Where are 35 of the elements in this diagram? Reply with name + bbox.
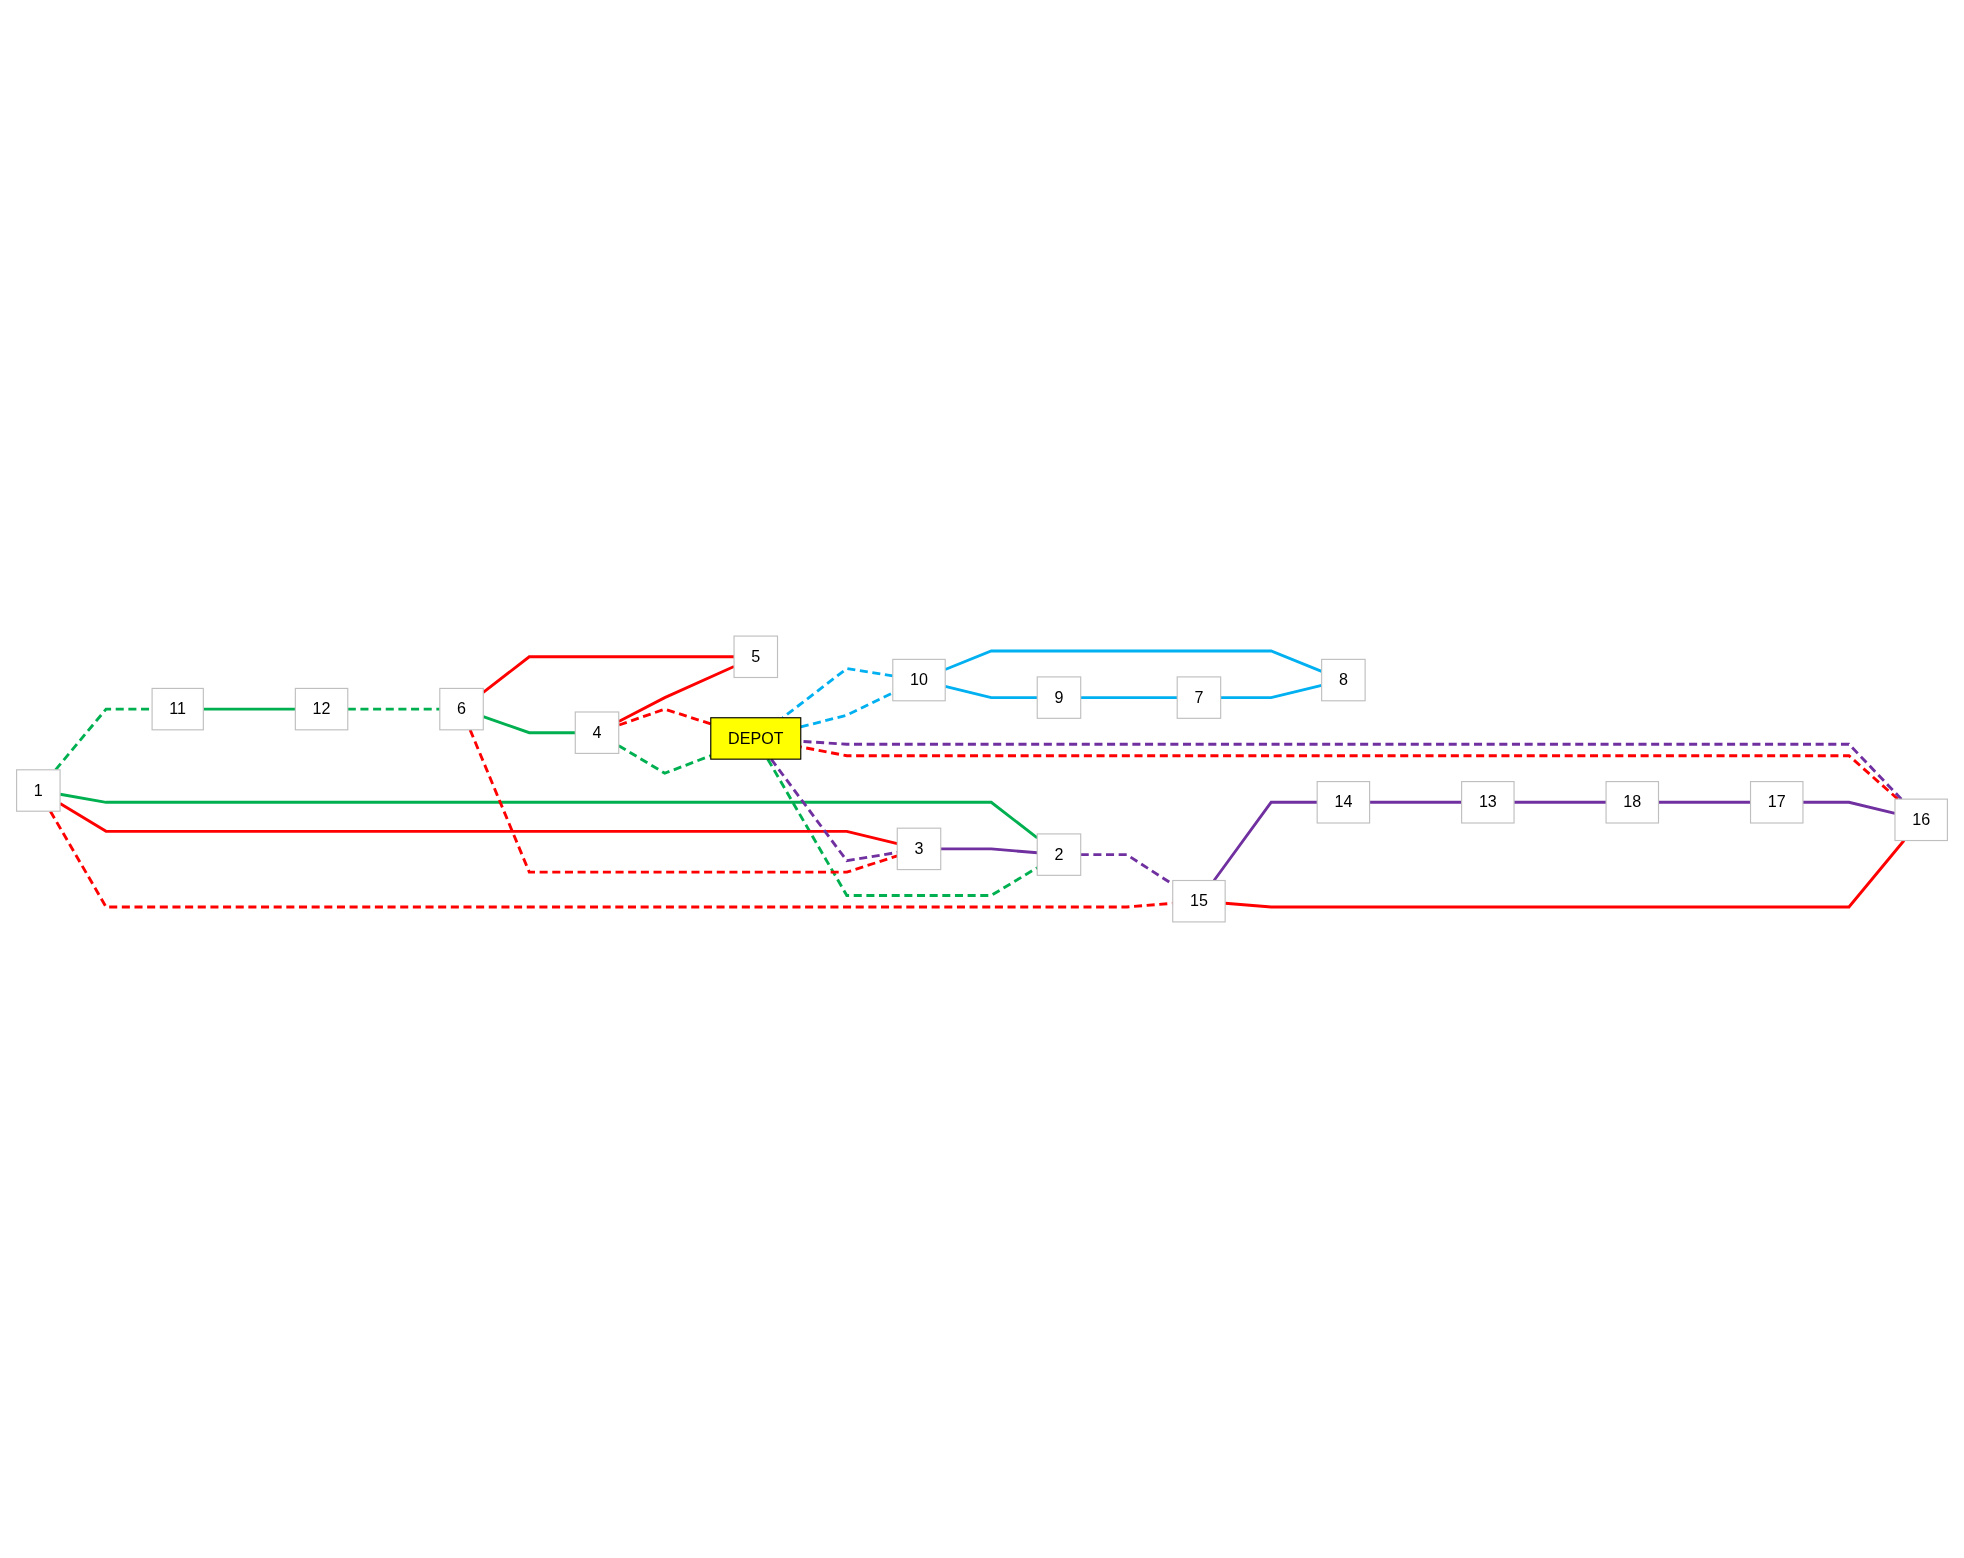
connector xyxy=(1369,800,1462,804)
node-box: 8 xyxy=(1321,658,1366,702)
node-box: 9 xyxy=(1036,676,1082,719)
connector xyxy=(1514,800,1607,804)
node-box: 6 xyxy=(439,687,484,731)
node-box: 12 xyxy=(294,687,349,731)
node-box: 10 xyxy=(892,658,946,702)
node-box: DEPOT xyxy=(710,717,802,760)
node-box: 14 xyxy=(1316,781,1371,824)
connector xyxy=(618,744,712,775)
node-box: 5 xyxy=(733,635,779,679)
node-box: 7 xyxy=(1176,676,1222,719)
node-box: 18 xyxy=(1605,781,1660,824)
connector xyxy=(1080,696,1178,700)
connector xyxy=(203,707,296,711)
connector xyxy=(1658,800,1751,804)
node-box: 11 xyxy=(151,687,204,731)
connector xyxy=(482,655,735,694)
node-box: 13 xyxy=(1461,781,1515,824)
connector xyxy=(1220,683,1322,700)
connector xyxy=(1212,800,1318,882)
node-box: 15 xyxy=(1172,879,1226,923)
connector xyxy=(618,665,735,723)
node-box: 16 xyxy=(1894,798,1948,842)
connector xyxy=(347,707,440,711)
connector xyxy=(49,810,1173,909)
node-box: 1 xyxy=(16,769,61,812)
connector xyxy=(1225,839,1906,909)
node-box: 17 xyxy=(1749,781,1804,824)
node-box: 2 xyxy=(1036,833,1082,876)
connector xyxy=(468,729,898,874)
node-box: 3 xyxy=(896,827,942,871)
connector xyxy=(940,847,1038,855)
connector xyxy=(766,758,1038,897)
node-box: 4 xyxy=(574,711,620,754)
